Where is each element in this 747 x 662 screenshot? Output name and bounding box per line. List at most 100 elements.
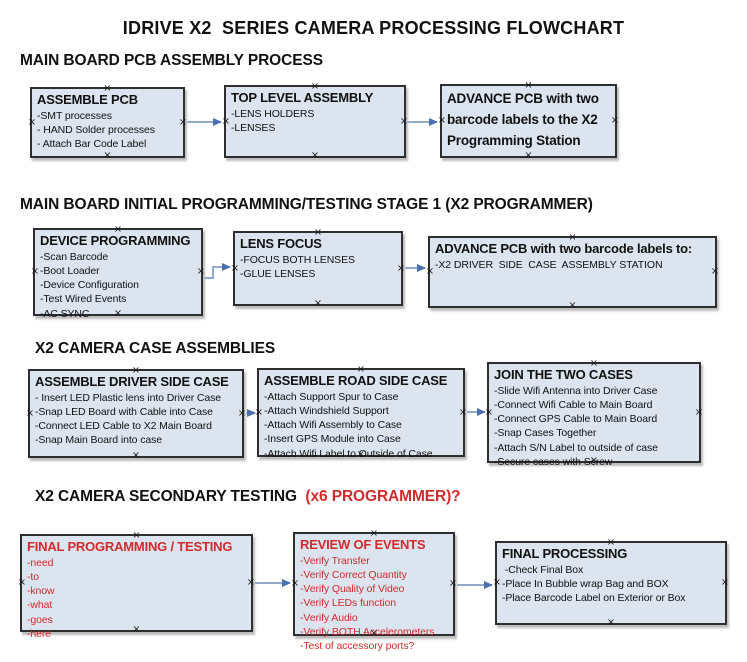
- box-item: -FOCUS BOTH LENSES: [240, 253, 355, 266]
- box-title: JOIN THE TWO CASES: [494, 367, 633, 382]
- flow-box-final-programming-testing: FINAL PROGRAMMING / TESTING -need -to-know…: [17, 531, 255, 640]
- box-item: -Test Wired Events: [40, 293, 127, 306]
- box-item: -Device Configuration: [40, 279, 139, 292]
- box-item: -Verify LEDs function: [300, 597, 396, 610]
- connection-point-icon: ×: [230, 262, 240, 274]
- connection-point-icon: ×: [568, 300, 577, 311]
- box-item: - HAND Solder processes: [37, 124, 155, 137]
- box-item: -know: [27, 585, 55, 598]
- section-heading-text: X2 CAMERA SECONDARY TESTING: [35, 488, 306, 505]
- box-title: ASSEMBLE DRIVER SIDE CASE: [35, 374, 229, 389]
- box-item: -Secure cases with Screw: [494, 455, 613, 468]
- connection-point-icon: ×: [710, 266, 720, 277]
- connection-point-icon: ×: [458, 406, 468, 418]
- box-item: -Insert GPS Module into Case: [264, 433, 401, 446]
- box-title: LENS FOCUS: [240, 236, 322, 251]
- box-item: -Place In Bubble wrap Bag and BOX: [502, 578, 669, 591]
- box-item: -Attach Support Spur to Case: [264, 390, 399, 403]
- box-item: -here: [27, 627, 52, 640]
- page-title: IDRIVE X2 SERIES CAMERA PROCESSING FLOWC…: [122, 18, 625, 38]
- connection-point-icon: ×: [399, 115, 409, 127]
- box-item: -Verify Transfer: [300, 554, 370, 567]
- connection-point-icon: ×: [448, 578, 458, 589]
- box-item: -need: [27, 556, 54, 569]
- box-item: -LENS HOLDERS: [231, 107, 315, 120]
- connection-point-icon: ×: [720, 577, 730, 588]
- connection-point-icon: ×: [27, 116, 37, 128]
- box-item: -Attach S/N Label to outside of case: [494, 441, 658, 454]
- connection-point-icon: ×: [254, 406, 264, 418]
- box-item: -goes: [27, 613, 53, 626]
- flow-box-top-level-assembly: TOP LEVEL ASSEMBLY-LENS HOLDERS-LENSES××…: [221, 82, 409, 161]
- connection-point-icon: ×: [103, 150, 112, 161]
- flow-box-advance-pcb-programming: ADVANCE PCB with two barcode labels to t…: [438, 81, 620, 161]
- box-item: -Connect Wifi Cable to Main Board: [494, 399, 653, 412]
- box-item: -Verify BOTH Accelerometers: [300, 625, 435, 638]
- box-item: -Verify Quality of Video: [300, 583, 405, 596]
- connector-arrow: [204, 263, 231, 279]
- connection-point-icon: ×: [131, 450, 141, 461]
- box-item: -Test of accessory ports?: [300, 639, 415, 652]
- connection-point-icon: ×: [237, 407, 247, 419]
- connection-point-icon: ×: [196, 266, 206, 277]
- box-title: REVIEW OF EVENTS: [300, 537, 426, 552]
- box-item: -Place Barcode Label on Exterior or Box: [502, 592, 686, 605]
- connection-point-icon: ×: [484, 406, 494, 418]
- box-title: ADVANCE PCB with two barcode labels to:: [435, 241, 693, 256]
- box-title: ASSEMBLE PCB: [37, 92, 138, 107]
- connection-point-icon: ×: [425, 266, 435, 277]
- box-item: -Check Final Box: [502, 563, 584, 576]
- connection-point-icon: ×: [492, 577, 502, 588]
- box-item: -Snap Cases Together: [494, 427, 597, 440]
- section-heading-pcb-assembly: MAIN BOARD PCB ASSEMBLY PROCESS: [20, 52, 323, 70]
- flow-box-assemble-road-side-case: ASSEMBLE ROAD SIDE CASE -Attach Support S…: [254, 365, 468, 460]
- connection-point-icon: ×: [524, 150, 533, 161]
- box-item: -to: [27, 571, 39, 584]
- flow-box-advance-pcb-driver-side: ADVANCE PCB with two barcode labels to: -…: [425, 233, 720, 311]
- box-item: -SMT processes: [37, 109, 112, 122]
- box-item: -Attach Wifi Assembly to Case: [264, 419, 402, 432]
- box-item: -Snap LED Board with Cable into Case: [35, 406, 213, 419]
- box-item: -LENSES: [231, 122, 276, 135]
- connection-point-icon: ×: [17, 577, 27, 588]
- flow-box-device-programming: DEVICE PROGRAMMING -Scan Barcode -Boot Loa…: [31, 225, 206, 320]
- connection-point-icon: ×: [396, 262, 406, 274]
- box-item: -Boot Loader: [40, 265, 100, 278]
- connection-point-icon: ×: [694, 406, 704, 418]
- connection-point-icon: ×: [178, 116, 188, 128]
- box-item: - Insert LED Plastic lens into Driver Ca…: [35, 391, 222, 404]
- box-item: -Verify Audio: [300, 611, 358, 624]
- box-item: -what: [27, 599, 53, 612]
- box-item: -Attach Windshield Support: [264, 405, 389, 418]
- connection-point-icon: ×: [310, 150, 320, 161]
- flow-box-final-processing: FINAL PROCESSING -Check Final Box -Place …: [492, 538, 730, 628]
- connection-point-icon: ×: [290, 578, 300, 589]
- box-title: ASSEMBLE ROAD SIDE CASE: [264, 373, 448, 388]
- box-item: -Connect GPS Cable to Main Board: [494, 413, 658, 426]
- box-item: -GLUE LENSES: [240, 268, 316, 281]
- flow-box-join-the-two-cases: JOIN THE TWO CASES-Slide Wifi Antenna in…: [484, 359, 704, 468]
- connection-point-icon: ×: [610, 115, 620, 126]
- flow-box-lens-focus: LENS FOCUS -FOCUS BOTH LENSES -GLUE LENSES…: [230, 228, 406, 309]
- box-item: -X2 DRIVER SIDE CASE ASSEMBLY STATION: [435, 258, 663, 271]
- connection-point-icon: ×: [25, 407, 35, 419]
- box-item: -Verify Correct Quantity: [300, 569, 407, 582]
- connection-point-icon: ×: [313, 298, 323, 309]
- box-title: FINAL PROCESSING: [502, 546, 628, 561]
- section-heading-case-assemblies: X2 CAMERA CASE ASSEMBLIES: [35, 340, 275, 358]
- box-title: DEVICE PROGRAMMING: [40, 233, 191, 248]
- box-item: -Connect LED Cable to X2 Main Board: [35, 420, 212, 433]
- flow-box-assemble-pcb: ASSEMBLE PCB -SMT processes - HAND Solder …: [27, 84, 188, 161]
- box-title: FINAL PROGRAMMING / TESTING: [27, 539, 233, 554]
- box-item: - Attach Bar Code Label: [37, 138, 147, 151]
- section-heading-text: MAIN BOARD PCB ASSEMBLY PROCESS: [20, 52, 323, 69]
- box-item: -Scan Barcode: [40, 250, 109, 263]
- box-item: -Attach Wifi Label to Outside of Case: [264, 447, 433, 460]
- connection-point-icon: ×: [221, 115, 231, 127]
- section-heading-initial-programming: MAIN BOARD INITIAL PROGRAMMING/TESTING S…: [20, 196, 593, 214]
- connection-point-icon: ×: [606, 617, 616, 628]
- flow-box-assemble-driver-side-case: ASSEMBLE DRIVER SIDE CASE - Insert LED Pl…: [25, 366, 247, 461]
- box-title: TOP LEVEL ASSEMBLY: [231, 90, 374, 105]
- section-heading-text: (x6 PROGRAMMER)?: [305, 488, 461, 505]
